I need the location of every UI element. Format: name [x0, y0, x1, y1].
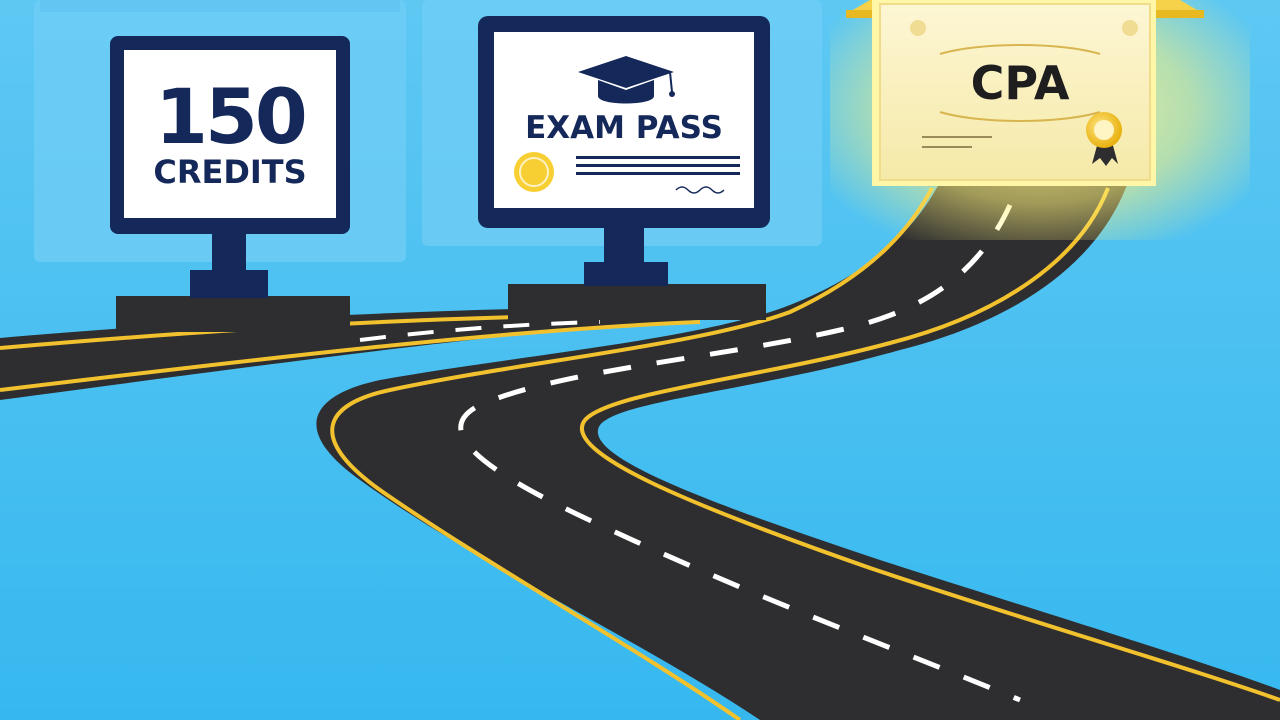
- exam-sign-post: [604, 224, 644, 266]
- credits-sign-post: [212, 230, 246, 274]
- corner-ornament: [910, 20, 926, 36]
- graduation-cap-icon: [578, 56, 675, 104]
- exam-sign: EXAM PASS: [478, 16, 770, 320]
- credits-sign-base: [116, 296, 350, 332]
- ribbon-seal-icon: [1086, 112, 1122, 166]
- cert-text-line: [922, 136, 992, 138]
- doc-line: [576, 172, 740, 175]
- gold-seal-icon: [514, 152, 554, 192]
- doc-line: [576, 164, 740, 167]
- cert-text-line: [922, 146, 972, 148]
- signature-scribble: [675, 186, 725, 194]
- corner-ornament: [1122, 20, 1138, 36]
- center-dashes: [458, 203, 1021, 703]
- exam-sign-base: [508, 284, 766, 320]
- credits-label: CREDITS: [153, 153, 306, 191]
- credits-number: 150: [155, 72, 305, 161]
- exam-label: EXAM PASS: [525, 110, 723, 146]
- credits-sign: 150 CREDITS: [110, 36, 350, 332]
- doc-line: [576, 156, 740, 159]
- certificate-sign: CPA: [830, 0, 1250, 240]
- certificate-label: CPA: [971, 56, 1070, 110]
- credits-sign-screen: [124, 50, 336, 218]
